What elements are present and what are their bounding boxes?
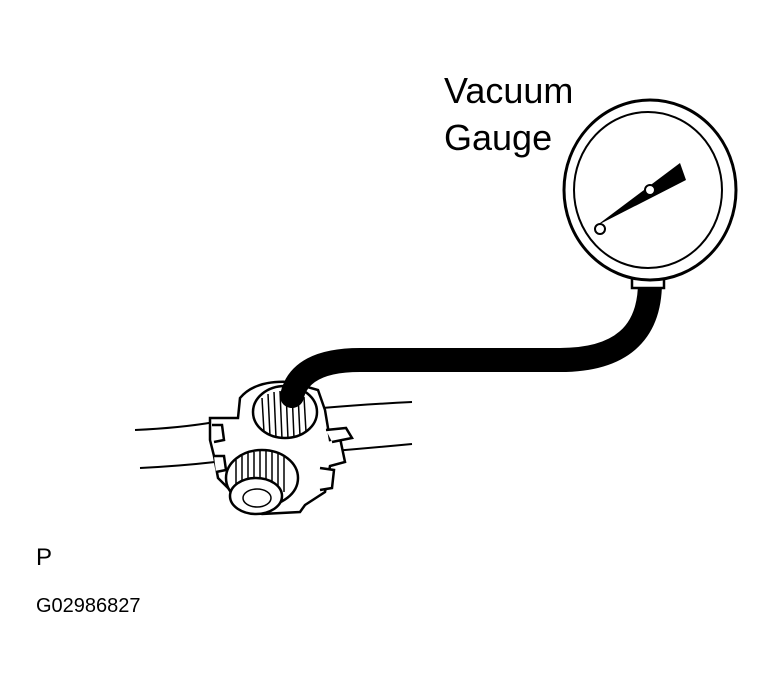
gauge-needle xyxy=(594,163,686,235)
gauge-label-line1: Vacuum xyxy=(444,70,574,111)
hose xyxy=(280,270,662,408)
valve-assembly xyxy=(208,380,354,516)
figure-id-label: G02986827 xyxy=(36,595,141,617)
view-code-label: P xyxy=(36,544,53,571)
gauge-label-line2: Gauge xyxy=(444,117,553,158)
